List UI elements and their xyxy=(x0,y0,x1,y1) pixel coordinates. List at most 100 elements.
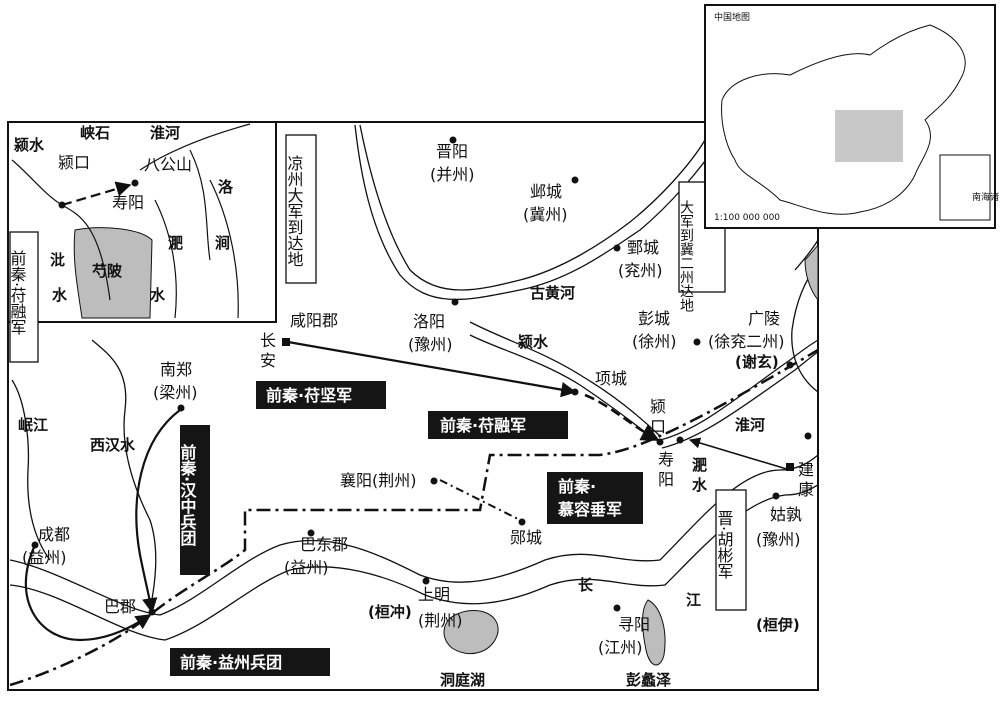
river-fei-2: 水 xyxy=(692,476,708,494)
svg-text:前秦·苻坚军: 前秦·苻坚军 xyxy=(266,386,352,405)
route-hanzhong xyxy=(135,409,181,614)
city-jiankang-2: 康 xyxy=(798,480,814,499)
svg-text:前秦·汉中兵团: 前秦·汉中兵团 xyxy=(178,443,198,547)
route-fujian xyxy=(287,340,577,398)
lake-dongting: 洞庭湖 xyxy=(440,671,485,689)
city-juancheng-prov: (兖州) xyxy=(618,261,663,280)
svg-text:涧: 涧 xyxy=(215,234,230,252)
svg-text:淝: 淝 xyxy=(168,234,183,252)
svg-text:水: 水 xyxy=(52,286,68,304)
svg-text:八公山: 八公山 xyxy=(144,155,192,174)
pengli-lake xyxy=(642,599,666,666)
route-jin xyxy=(688,437,791,471)
city-chengdu: 成都 xyxy=(38,525,70,544)
svg-text:沘: 沘 xyxy=(50,251,65,269)
city-xiangcheng: 项城 xyxy=(595,369,627,388)
city-chengdu-prov: (益州) xyxy=(22,548,67,567)
river-fei-1: 淝 xyxy=(692,456,707,474)
city-yecheng: 邺城 xyxy=(530,182,562,201)
sea-edge xyxy=(804,243,819,302)
city-shangming-prov: (荆州) xyxy=(418,611,463,630)
svg-text:水: 水 xyxy=(150,286,166,304)
river-old-yellow: 古黄河 xyxy=(530,284,575,302)
label-murong: 前秦· 慕容垂军 xyxy=(547,472,643,524)
svg-text:大军到冀二州达地: 大军到冀二州达地 xyxy=(678,200,694,312)
river-min: 岷江 xyxy=(18,416,48,434)
city-jiankang-1: 建 xyxy=(798,460,814,479)
city-yuncheng: 郧城 xyxy=(510,528,542,547)
lake-pengli: 彭蠡泽 xyxy=(626,671,671,689)
route-murong xyxy=(439,479,521,521)
china-inset: 中国地图 南海诸岛 1:100 000 000 xyxy=(704,4,1000,229)
city-huanyi: (桓伊) xyxy=(756,616,800,634)
city-nanzheng: 南郑 xyxy=(160,360,192,379)
label-fujian: 前秦·苻坚军 xyxy=(256,381,386,409)
label-liangzhou: 凉州大军到达地 xyxy=(285,134,317,284)
svg-text:峡石: 峡石 xyxy=(80,124,110,142)
city-gushu-prov: (豫州) xyxy=(756,530,801,549)
city-juancheng: 鄄城 xyxy=(627,238,659,257)
inset-highlight xyxy=(835,110,903,162)
city-pengcheng: 彭城 xyxy=(638,309,670,328)
svg-text:南海诸岛: 南海诸岛 xyxy=(972,191,1000,203)
city-shouyang-2: 阳 xyxy=(658,470,674,489)
city-jinyang: 晋阳 xyxy=(436,142,468,161)
city-huanchong: (桓冲) xyxy=(368,603,412,621)
label-yizhou: 前秦·益州兵团 xyxy=(170,648,330,676)
svg-text:前秦·苻融军: 前秦·苻融军 xyxy=(8,250,27,335)
svg-text:凉州大军到达地: 凉州大军到达地 xyxy=(285,155,304,267)
label-furong: 前秦·苻融军 xyxy=(428,411,568,439)
city-markers xyxy=(31,136,812,616)
city-bajun: 巴郡 xyxy=(104,597,136,616)
city-xiexuan: (谢玄) xyxy=(735,353,779,371)
svg-text:中国地图: 中国地图 xyxy=(714,11,750,23)
city-guangling-prov: (徐兖二州) xyxy=(708,332,785,351)
city-xunyang-prov: (江州) xyxy=(598,638,643,657)
route-yizhou xyxy=(24,544,152,642)
dongting-lake xyxy=(443,610,499,655)
river-ying: 颍水 xyxy=(517,333,549,351)
city-xianyang: 咸阳郡 xyxy=(290,311,338,330)
city-shangming: 上明 xyxy=(418,585,450,604)
city-guangling: 广陵 xyxy=(748,309,780,328)
city-yecheng-prov: (冀州) xyxy=(523,205,568,224)
city-xunyang: 寻阳 xyxy=(618,615,650,634)
label-hanzhong: 前秦·汉中兵团 xyxy=(178,425,210,575)
label-jier: 大军到冀二州达地 xyxy=(678,181,726,312)
city-pengcheng-prov: (徐州) xyxy=(632,332,677,351)
svg-text:晋·胡彬军: 晋·胡彬军 xyxy=(715,510,734,579)
svg-text:芍陂: 芍陂 xyxy=(92,262,123,280)
city-yingkou-2: 口 xyxy=(650,417,666,436)
river-jiang: 江 xyxy=(686,591,701,609)
city-badong-prov: (益州) xyxy=(284,558,329,577)
river-huai: 淮河 xyxy=(735,416,765,434)
city-luoyang: 洛阳 xyxy=(413,312,445,331)
svg-text:寿阳: 寿阳 xyxy=(112,193,144,212)
svg-text:1:100 000 000: 1:100 000 000 xyxy=(714,213,780,223)
river-chang: 长 xyxy=(578,576,594,594)
svg-text:慕容垂军: 慕容垂军 xyxy=(557,500,622,519)
army-routes xyxy=(9,340,819,687)
svg-text:前秦·苻融军: 前秦·苻融军 xyxy=(440,416,526,435)
city-badong: 巴东郡 xyxy=(300,535,348,554)
city-xiangyang: 襄阳(荆州) xyxy=(340,471,417,490)
city-changan-1: 长 xyxy=(260,331,276,350)
city-gushu: 姑孰 xyxy=(770,505,802,524)
svg-text:淮河: 淮河 xyxy=(150,124,180,142)
city-shouyang-1: 寿 xyxy=(658,450,674,469)
city-jinyang-prov: (并州) xyxy=(430,165,475,184)
svg-text:颍口: 颍口 xyxy=(58,153,90,172)
svg-text:洛: 洛 xyxy=(218,178,234,196)
svg-text:前秦·: 前秦· xyxy=(558,477,596,496)
label-jin: 晋·胡彬军 xyxy=(715,489,747,611)
detail-inset: 峡石 淮河 颍水 颍口 八公山 寿阳 洛 淝 涧 芍陂 沘 水 水 前秦·苻融军 xyxy=(7,121,277,363)
route-furong xyxy=(584,393,660,442)
route-boundary xyxy=(9,348,819,687)
city-nanzheng-prov: (梁州) xyxy=(153,383,198,402)
city-luoyang-prov: (豫州) xyxy=(408,335,453,354)
city-yingkou-1: 颍 xyxy=(650,397,666,416)
city-changan-2: 安 xyxy=(260,351,276,370)
river-xihan: 西汉水 xyxy=(90,436,136,454)
svg-text:颍水: 颍水 xyxy=(13,136,45,154)
